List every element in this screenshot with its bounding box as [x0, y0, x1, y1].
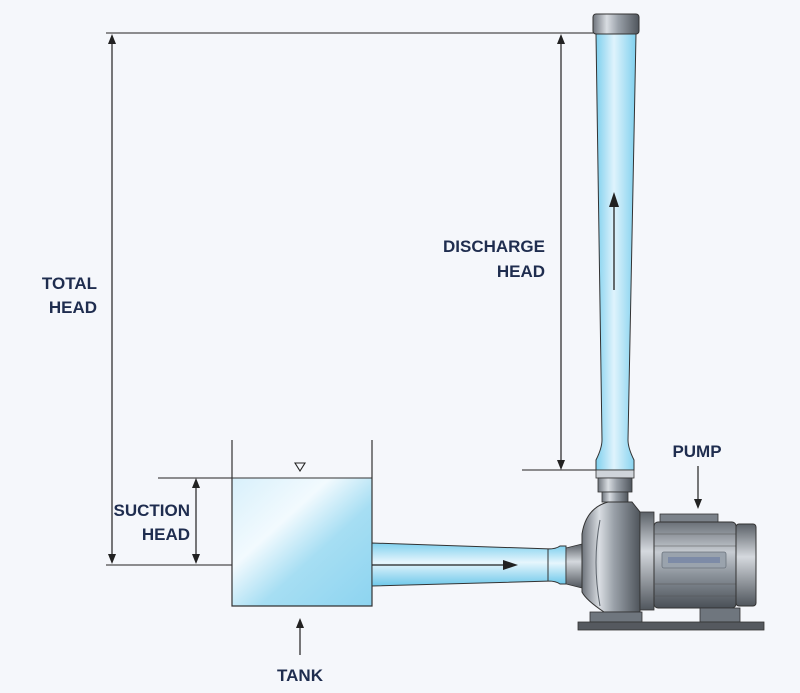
tank	[231, 440, 373, 607]
tank-pointer-arrow	[296, 618, 304, 628]
pump-adapter	[639, 511, 655, 611]
discharge-pipe-body	[595, 33, 637, 471]
discharge-head-top-arrow	[557, 34, 565, 44]
tank-label: TANK	[277, 666, 324, 685]
suction-head-label-line1: SUCTION	[114, 501, 191, 520]
total-head-label-line2: HEAD	[49, 298, 97, 317]
total-head-top-arrow	[108, 34, 116, 44]
flow-arrow-icon	[503, 560, 518, 570]
discharge-pipe-cap	[592, 13, 640, 35]
suction-pipe	[371, 542, 567, 587]
motor-foot	[699, 607, 741, 623]
tank-water	[232, 478, 372, 606]
water-level-icon	[294, 462, 306, 473]
discharge-head-label-line1: DISCHARGE	[443, 237, 545, 256]
tank-walls	[231, 440, 373, 607]
pump	[565, 469, 765, 631]
total-head-bottom-arrow	[108, 554, 116, 564]
pump-baseplate	[577, 621, 765, 631]
pump-casing-seam	[595, 519, 601, 607]
motor-nameplate-text-block	[668, 557, 720, 563]
suction-head-label-line2: HEAD	[142, 525, 190, 544]
pump-outlet-neck	[601, 491, 629, 503]
motor-cooling-fins	[654, 533, 736, 597]
motor-terminal-box	[659, 513, 719, 523]
pump-inlet-flange	[565, 543, 583, 589]
pump-pointer-arrow	[694, 499, 702, 509]
total-head-label-line1: TOTAL	[42, 274, 97, 293]
pump-outlet-flange	[597, 477, 633, 493]
discharge-head-label-line2: HEAD	[497, 262, 545, 281]
discharge-flow-arrow-icon	[609, 192, 619, 207]
pump-label: PUMP	[672, 442, 721, 461]
suction-head-top-arrow	[192, 478, 200, 488]
pump-volute-casing	[581, 501, 641, 613]
discharge-pipe	[592, 13, 640, 471]
pump-outlet-collar	[595, 469, 635, 479]
pump-foot	[589, 611, 643, 623]
suction-pipe-flare	[547, 545, 567, 585]
suction-head-bottom-arrow	[192, 554, 200, 564]
motor-fan-cover	[735, 523, 757, 607]
discharge-head-bottom-arrow	[557, 460, 565, 470]
motor-nameplate	[661, 551, 727, 569]
